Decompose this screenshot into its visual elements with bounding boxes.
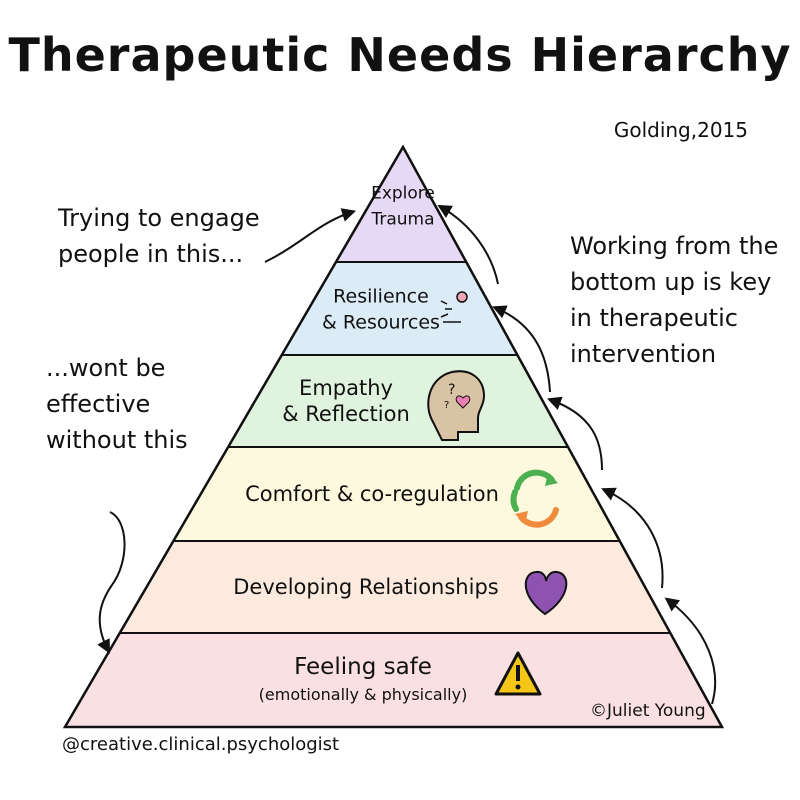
tier-1-band: [334, 144, 468, 263]
tier-4-label-line-1: Comfort & co-regulation: [245, 482, 499, 506]
note-left-top: Trying to engage people in this...: [58, 204, 260, 268]
tier-1-label-line-2: Trauma: [370, 210, 434, 230]
warning-icon: [494, 651, 542, 696]
arrow-up-1: [437, 204, 499, 285]
svg-text:?: ?: [448, 382, 455, 398]
page-title: Therapeutic Needs Hierarchy: [8, 28, 792, 82]
arrow-up-4: [601, 487, 664, 589]
tier-2-band: [280, 261, 520, 356]
pyramid-tiers: [63, 144, 724, 728]
annotation-arrows: [97, 204, 716, 705]
tier-2-label-line-2: & Resources: [322, 312, 440, 334]
tier-3-band: [226, 354, 570, 448]
arrow-up-2: [492, 305, 551, 393]
arrow-to-top-tier: [264, 208, 357, 263]
tier-6-label-line-1: Feeling safe: [294, 654, 432, 680]
arrow-up-5: [664, 597, 716, 705]
tier-5-label-line-1: Developing Relationships: [233, 575, 498, 599]
artist-credit: ©Juliet Young: [590, 701, 706, 721]
arrow-up-3: [547, 396, 603, 471]
svg-text:?: ?: [444, 400, 449, 411]
tier-2-label-line-1: Resilience: [333, 286, 429, 308]
heart-icon: [524, 570, 568, 616]
pyramid-outline: [62, 144, 725, 729]
author-handle: @creative.clinical.psychologist: [62, 734, 340, 755]
tier-6-label-line-2: (emotionally & physically): [259, 685, 468, 704]
thinking-head-icon: ? ?: [427, 370, 486, 441]
tier-1-label-line-1: Explore: [371, 184, 435, 204]
cycle-arrows-icon: [510, 469, 559, 528]
tier-3-label-line-1: Empathy: [299, 376, 393, 400]
note-left-middle: ...wont be effective without this: [46, 354, 188, 454]
growth-doodle-icon: [440, 291, 468, 323]
citation: Golding,2015: [613, 118, 748, 142]
note-right: Working from the bottom up is key in the…: [570, 232, 779, 368]
tier-3-label-line-2: & Reflection: [282, 402, 410, 426]
arrow-to-bottom-tier: [97, 511, 126, 654]
